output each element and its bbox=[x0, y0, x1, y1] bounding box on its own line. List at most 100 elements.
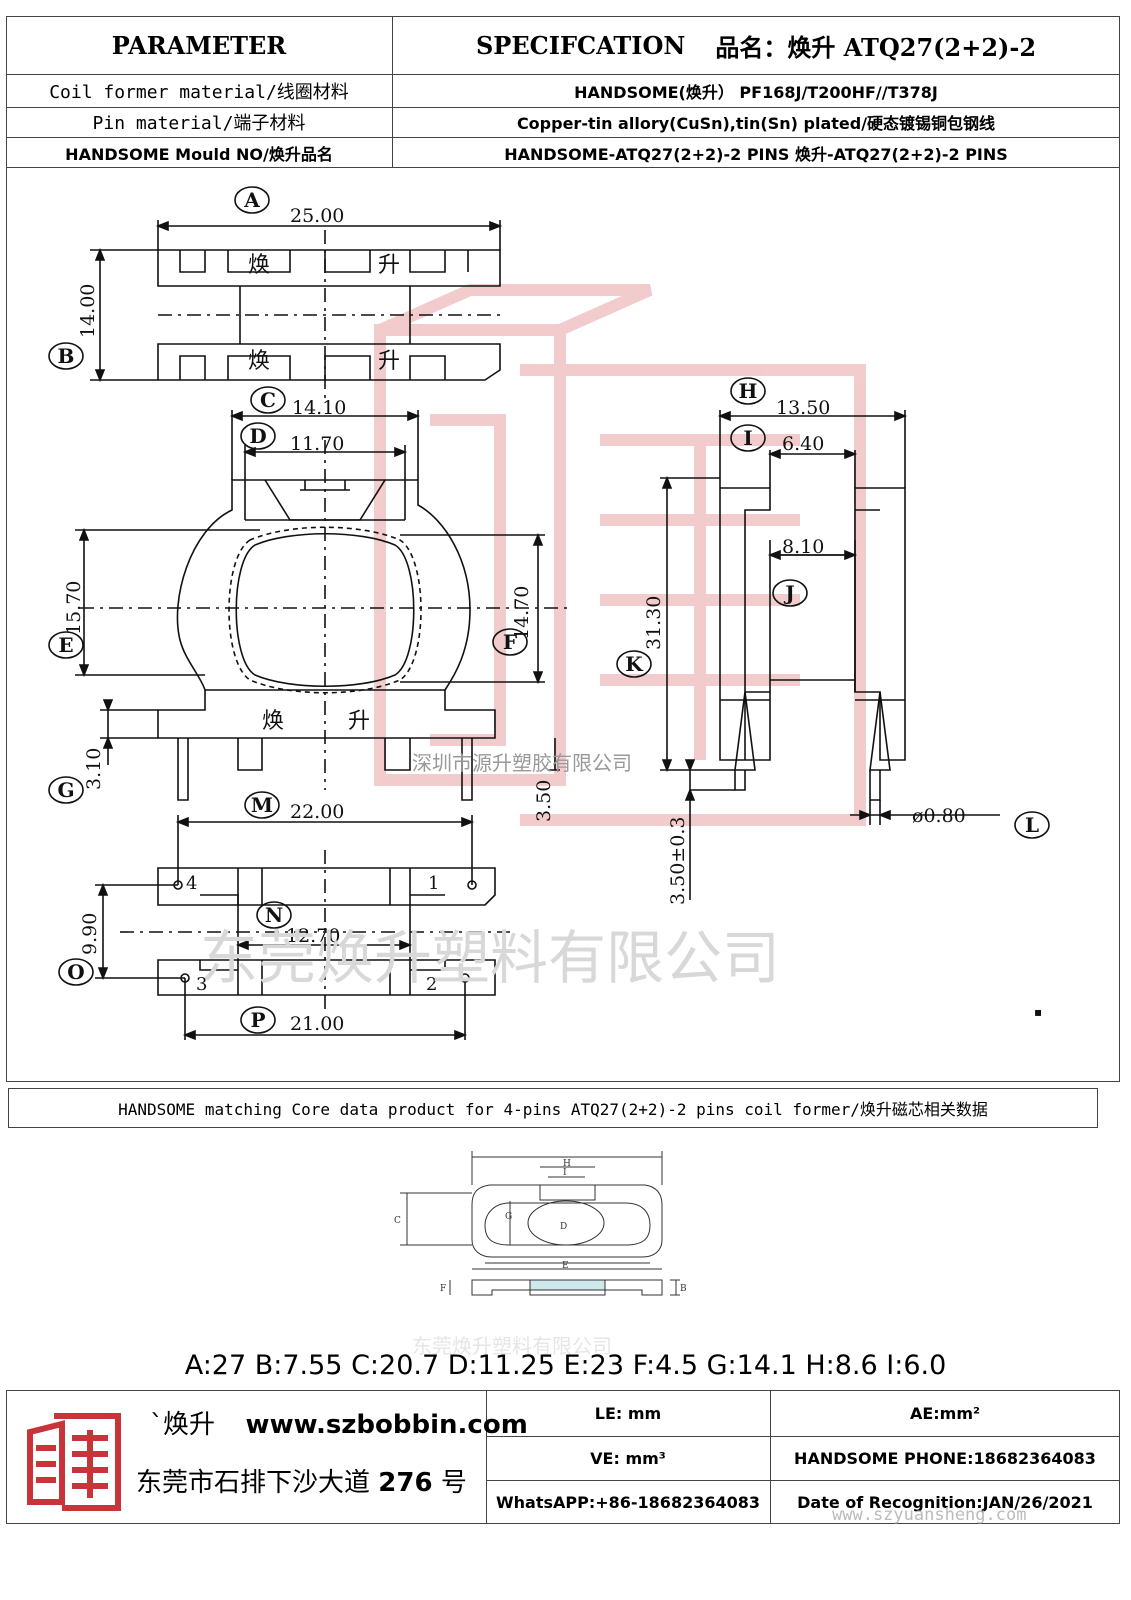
ve-field: VE: mm³ bbox=[590, 1448, 666, 1468]
letter-K: K bbox=[625, 652, 643, 676]
dim-D-value: 11.70 bbox=[290, 433, 344, 455]
row-coil-material-value: HANDSOME(焕升） PF168J/T200HF//T378J bbox=[574, 82, 938, 102]
brand-name: `焕升 bbox=[150, 1410, 216, 1440]
stray-dot: ▪ bbox=[1034, 1005, 1042, 1019]
brand-char: 升 bbox=[378, 253, 400, 278]
letter-L: L bbox=[1025, 813, 1039, 837]
footer-rule bbox=[486, 1436, 1120, 1437]
dim-F-value: 14.70 bbox=[511, 586, 533, 640]
letter-E: E bbox=[58, 633, 73, 657]
dim-L-value: ø0.80 bbox=[912, 805, 966, 827]
callout-circles bbox=[48, 186, 1050, 1034]
technical-drawing: A B C D E F G H I J K L M N O P 25.00 14… bbox=[48, 186, 1050, 1041]
pin-number: 2 bbox=[426, 974, 437, 995]
address-suffix: 号 bbox=[440, 1468, 467, 1498]
core-letter: D bbox=[560, 1222, 567, 1232]
letter-P: P bbox=[250, 1008, 265, 1032]
table-divider bbox=[392, 16, 393, 168]
footer-rule bbox=[486, 1480, 1120, 1481]
core-section-title: HANDSOME matching Core data product for … bbox=[118, 1100, 988, 1119]
footer-divider bbox=[486, 1390, 487, 1524]
brand-char: 升 bbox=[348, 709, 370, 734]
dim-H-value: 13.50 bbox=[776, 397, 830, 419]
core-letter: C bbox=[394, 1216, 401, 1226]
letter-N: N bbox=[265, 903, 283, 927]
company-logo bbox=[27, 1413, 121, 1511]
dim-M-value: 22.00 bbox=[290, 801, 344, 823]
core-letter: F bbox=[440, 1284, 446, 1294]
letter-B: B bbox=[58, 344, 75, 368]
table-rule bbox=[6, 137, 1120, 138]
letter-A: A bbox=[243, 188, 260, 212]
letter-O: O bbox=[67, 960, 84, 984]
front-view bbox=[75, 410, 570, 801]
watermark-text-small: 东莞焕升塑料有限公司 bbox=[412, 1334, 612, 1358]
dim-C-value: 14.10 bbox=[292, 397, 346, 419]
core-letter: B bbox=[680, 1284, 687, 1294]
letter-G: G bbox=[57, 778, 74, 802]
website-link[interactable]: www.szbobbin.com bbox=[245, 1410, 528, 1440]
dim-P-value: 21.00 bbox=[290, 1013, 344, 1035]
core-letter: E bbox=[562, 1261, 569, 1271]
phone-field: HANDSOME PHONE:18682364083 bbox=[794, 1448, 1096, 1468]
letter-C: C bbox=[260, 388, 276, 412]
watermark-url: www.szyuansheng.com bbox=[832, 1505, 1027, 1525]
header-specification: SPECIFCATION 品名：焕升 ATQ27(2+2)-2 bbox=[392, 16, 1120, 74]
row-mould-no-value: HANDSOME-ATQ27(2+2)-2 PINS 焕升-ATQ27(2+2)… bbox=[504, 144, 1008, 164]
dim-E-value: 15.70 bbox=[63, 581, 85, 635]
watermark-text: 深圳市源升塑胶有限公司 bbox=[412, 751, 632, 775]
core-values: A:27 B:7.55 C:20.7 D:11.25 E:23 F:4.5 G:… bbox=[184, 1349, 947, 1381]
footer-address: 东莞市石排下沙大道 276 号 bbox=[136, 1462, 467, 1499]
core-title-box bbox=[8, 1088, 1098, 1128]
row-pin-material-label: Pin material/端子材料 bbox=[92, 113, 306, 134]
dim-B-value: 14.00 bbox=[77, 284, 99, 338]
core-letter: I bbox=[563, 1168, 567, 1178]
dim-A-value: 25.00 bbox=[290, 205, 344, 227]
dim-K-value: 31.30 bbox=[643, 596, 665, 650]
row-pin-material-value: Copper-tin allory(CuSn),tin(Sn) plated/硬… bbox=[516, 114, 996, 133]
brand-char: 焕 bbox=[262, 709, 284, 734]
pin-number: 1 bbox=[428, 873, 439, 894]
bottom-view bbox=[95, 815, 510, 1041]
letter-F: F bbox=[503, 630, 517, 654]
ae-field: AE:mm² bbox=[909, 1403, 981, 1423]
row-mould-no-label: HANDSOME Mould NO/焕升品名 bbox=[65, 144, 333, 164]
letter-D: D bbox=[249, 424, 266, 448]
footer-brand: `焕升 www.szbobbin.com bbox=[150, 1404, 528, 1441]
footer-table bbox=[6, 1390, 1120, 1524]
spec-table bbox=[6, 16, 1120, 168]
spec-product-name: 品名：焕升 ATQ27(2+2)-2 bbox=[715, 32, 1037, 62]
letter-M: M bbox=[251, 793, 273, 817]
core-letter: G bbox=[505, 1212, 512, 1222]
dim-O-value: 9.90 bbox=[79, 913, 101, 955]
row-coil-material-label: Coil former material/线圈材料 bbox=[49, 81, 349, 103]
brand-char: 焕 bbox=[248, 253, 270, 278]
dim-K2-value: 3.50±0.3 bbox=[667, 817, 689, 905]
letter-I: I bbox=[743, 426, 752, 450]
whatsapp-field: WhatsAPP:+86-18682364083 bbox=[495, 1492, 760, 1512]
drawing-frame bbox=[6, 168, 1120, 1082]
watermark-text-big: 东莞焕升塑料有限公司 bbox=[200, 924, 780, 992]
table-rule bbox=[6, 74, 1120, 75]
brand-char: 焕 bbox=[248, 349, 270, 374]
top-view bbox=[90, 220, 503, 400]
letter-H: H bbox=[739, 379, 758, 403]
address-street: 东莞市石排下沙大道 bbox=[136, 1468, 371, 1498]
dim-I-value: 6.40 bbox=[782, 433, 824, 455]
spec-label: SPECIFCATION bbox=[475, 30, 686, 60]
letter-J: J bbox=[783, 581, 794, 605]
table-rule bbox=[6, 107, 1120, 108]
dim-G2-value: 3.50 bbox=[533, 780, 555, 822]
dim-J-value: 8.10 bbox=[782, 536, 824, 558]
pin-number: 4 bbox=[186, 873, 197, 894]
dim-G-value: 3.10 bbox=[83, 748, 105, 790]
address-number: 276 bbox=[378, 1468, 433, 1498]
pin-number: 3 bbox=[196, 974, 207, 995]
brand-char: 升 bbox=[378, 349, 400, 374]
le-field: LE: mm bbox=[594, 1403, 662, 1423]
date-field: Date of Recognition:JAN/26/2021 bbox=[797, 1492, 1093, 1512]
header-parameter: PARAMETER bbox=[111, 30, 287, 60]
side-view bbox=[660, 410, 1000, 900]
dim-N-value: 12.70 bbox=[286, 925, 340, 947]
core-diagram: H I C G D E F B bbox=[394, 1151, 687, 1296]
